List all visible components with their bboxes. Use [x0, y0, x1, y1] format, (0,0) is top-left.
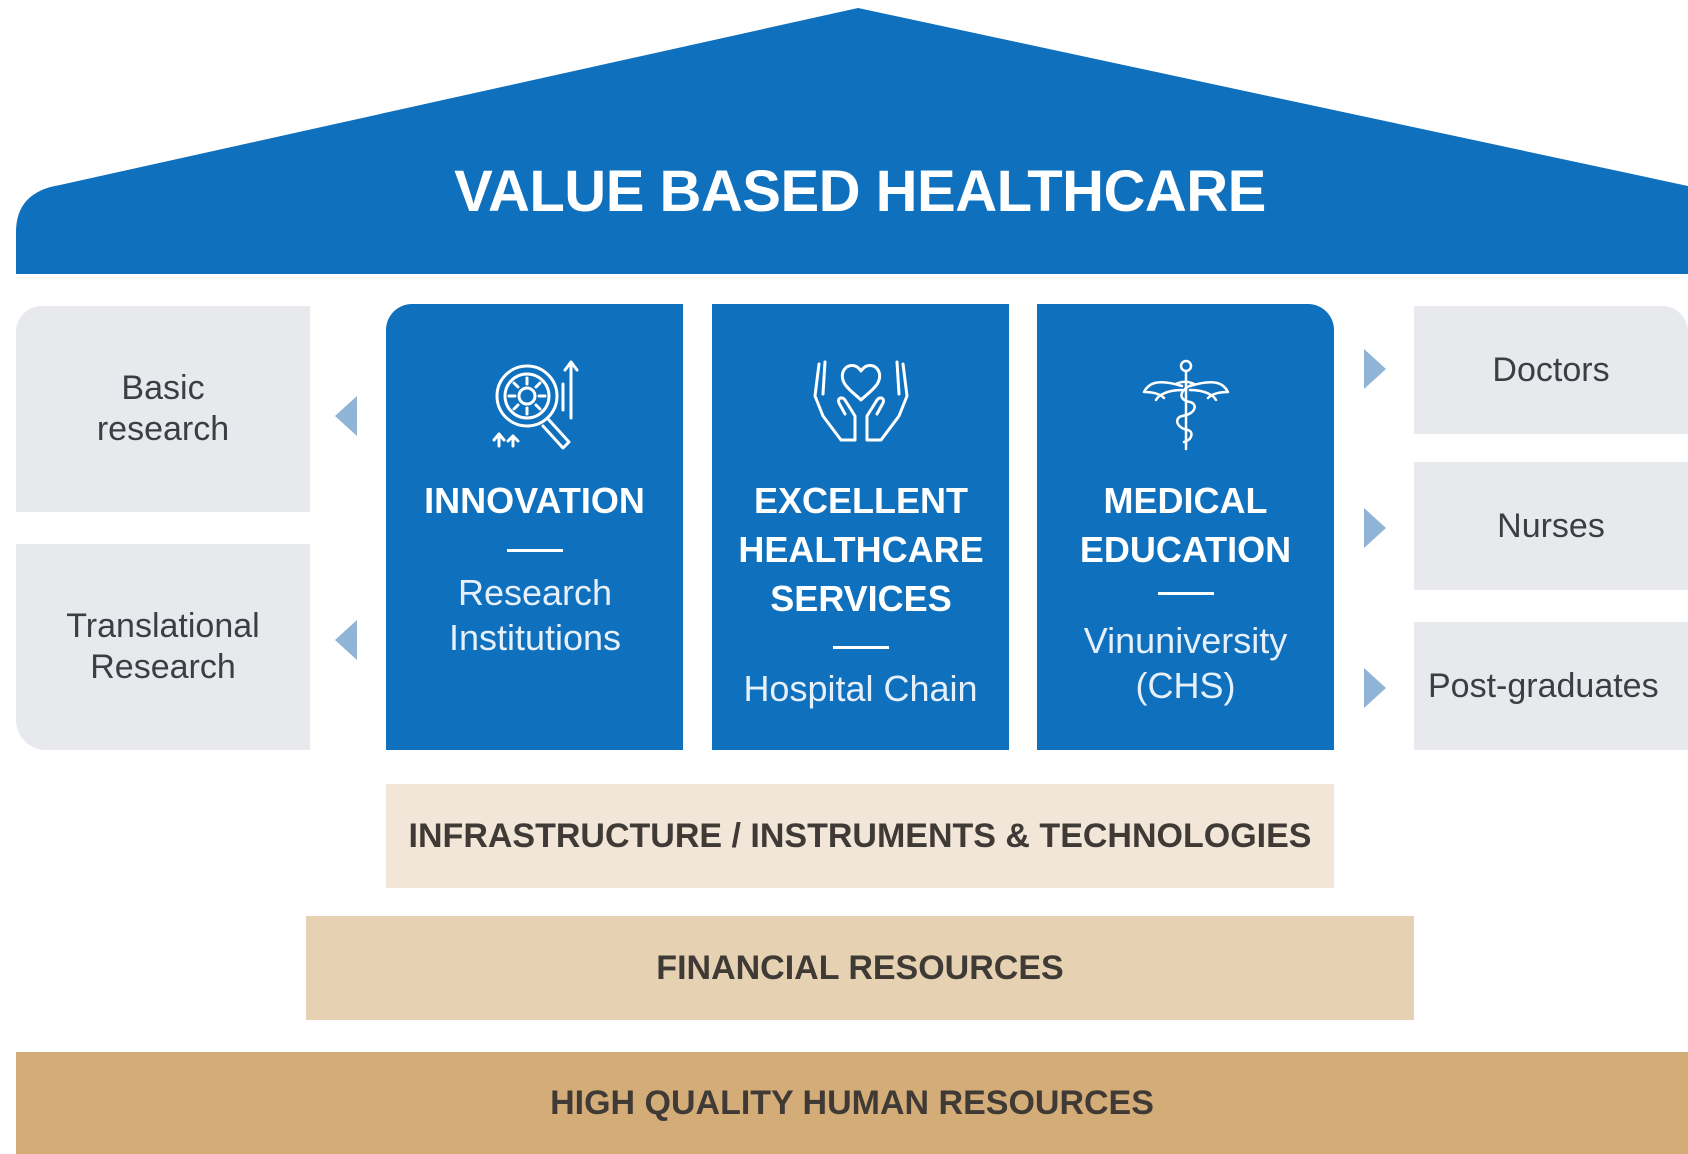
caduceus-icon: [1142, 359, 1229, 451]
band-label: INFRASTRUCTURE / INSTRUMENTS & TECHNOLOG…: [408, 816, 1312, 855]
right-item-doctors: Doctors: [1414, 306, 1688, 434]
arrow-left-icon: [335, 620, 357, 660]
right-item-label: Post-graduates: [1428, 666, 1659, 705]
roof: [16, 8, 1688, 274]
pillar-medical-education: MEDICAL EDUCATION Vinuniversity (CHS): [1037, 304, 1334, 750]
pillar-title: INNOVATION: [424, 480, 645, 521]
band-human-resources: HIGH QUALITY HUMAN RESOURCES: [16, 1052, 1688, 1154]
pillar-divider: [507, 549, 563, 552]
left-item-translational-research: Translational Research: [16, 544, 310, 750]
pillar-divider: [833, 646, 889, 649]
pillar-divider: [1158, 592, 1214, 595]
arrow-right-icon: [1364, 349, 1386, 389]
pillar-title: MEDICAL EDUCATION: [1079, 480, 1292, 570]
left-item-basic-research: Basic research: [16, 306, 310, 512]
heart-hands-icon: [813, 360, 908, 442]
left-item-label: Basic research: [96, 369, 230, 448]
band-label: FINANCIAL RESOURCES: [656, 948, 1064, 987]
pillar-healthcare-services: EXCELLENT HEALTHCARE SERVICES Hospital C…: [712, 304, 1009, 750]
band-infrastructure: INFRASTRUCTURE / INSTRUMENTS & TECHNOLOG…: [386, 784, 1334, 888]
right-item-nurses: Nurses: [1414, 462, 1688, 590]
pillar-title: EXCELLENT HEALTHCARE SERVICES: [738, 480, 984, 619]
right-item-label: Doctors: [1492, 350, 1610, 389]
right-item-post-graduates: Post-graduates: [1414, 622, 1688, 750]
right-item-label: Nurses: [1497, 506, 1605, 545]
gear-magnifier-icon: [492, 360, 578, 450]
arrow-left-icon: [335, 396, 357, 436]
band-financial-resources: FINANCIAL RESOURCES: [306, 916, 1414, 1020]
roof-title: VALUE BASED HEALTHCARE: [454, 159, 1266, 224]
band-label: HIGH QUALITY HUMAN RESOURCES: [550, 1083, 1154, 1122]
pillar-subtitle: Vinuniversity (CHS): [1083, 620, 1288, 706]
arrow-right-icon: [1364, 668, 1386, 708]
pillar-innovation: INNOVATION Research Institutions: [386, 304, 683, 750]
pillar-subtitle: Research Institutions: [448, 572, 622, 658]
pillar-subtitle: Hospital Chain: [743, 668, 978, 709]
left-item-label: Translational Research: [66, 607, 260, 686]
arrow-right-icon: [1364, 508, 1386, 548]
